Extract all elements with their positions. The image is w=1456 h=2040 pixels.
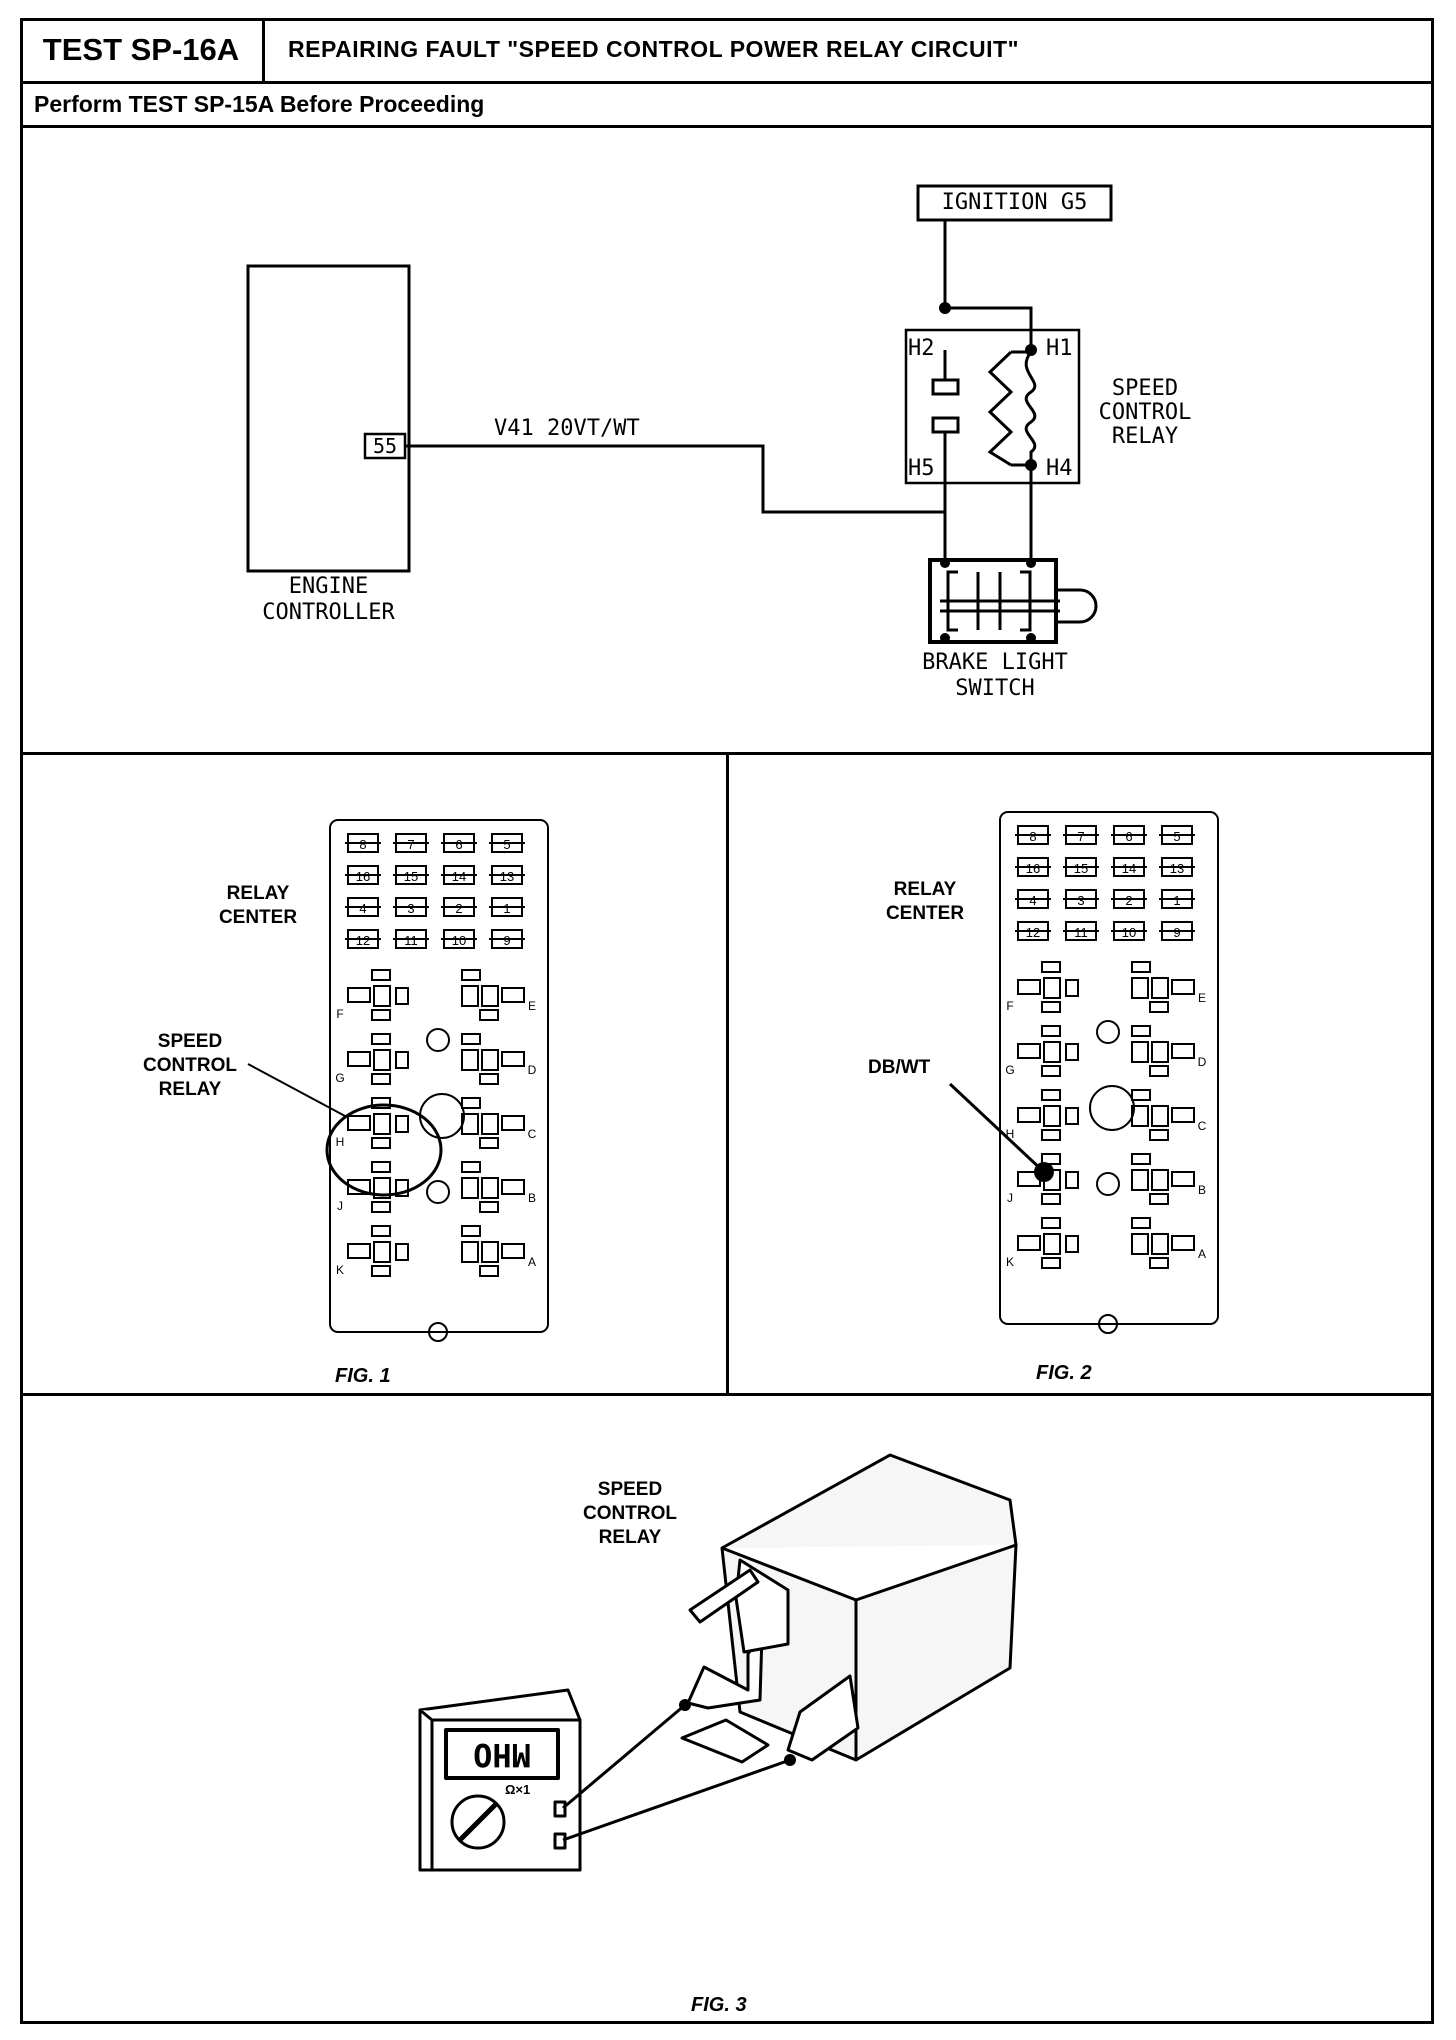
relay-label-1: SPEED (1111, 376, 1179, 401)
fig1-relay-center-label-1: RELAY (226, 883, 290, 904)
fig1-caption: FIG. 1 (335, 1365, 391, 1387)
fig1-relay-center-label-2: CENTER (218, 907, 298, 928)
fig2-wire-label: DB/WT (868, 1057, 931, 1078)
fig1-speed-control-label-1: SPEED (157, 1031, 223, 1052)
brake-switch-label-2: SWITCH (955, 676, 1035, 701)
relay-label-3: RELAY (1111, 424, 1179, 449)
fig3-relay-label-3: RELAY (598, 1527, 662, 1548)
divider-figures (20, 1393, 1434, 1396)
pin-55-label: 55 (372, 434, 398, 458)
relay-label-2: CONTROL (1098, 400, 1192, 425)
wire-label: V41 20VT/WT (494, 416, 640, 441)
engine-controller-label-2: CONTROLLER (262, 600, 395, 625)
brake-switch-label-1: BRAKE LIGHT (922, 650, 1068, 675)
fig3-relay-label-1: SPEED (597, 1479, 663, 1500)
meter-range-label: Ω×1 (505, 1782, 531, 1797)
terminal-h5: H5 (908, 456, 935, 481)
fig3-caption: FIG. 3 (691, 1994, 747, 2016)
header: TEST SP-16A REPAIRING FAULT "SPEED CONTR… (20, 18, 1434, 84)
prerequisite-note: Perform TEST SP-15A Before Proceeding (20, 84, 1434, 128)
fig2-relay-center-label-2: CENTER (885, 903, 965, 924)
fig2-relay-center-label-1: RELAY (893, 879, 957, 900)
fig1-speed-control-label-2: CONTROL (143, 1055, 237, 1076)
fig1-speed-control-label-3: RELAY (158, 1079, 222, 1100)
test-id: TEST SP-16A (20, 18, 265, 81)
terminal-h4: H4 (1046, 456, 1073, 481)
meter-display: OHM (473, 1736, 531, 1774)
terminal-h2: H2 (908, 336, 935, 361)
page-title: REPAIRING FAULT "SPEED CONTROL POWER REL… (288, 36, 1019, 62)
fig3-relay-label-2: CONTROL (583, 1503, 677, 1524)
page-frame (20, 18, 1434, 2024)
divider-fig1-fig2 (726, 752, 729, 1395)
engine-controller-label-1: ENGINE (288, 574, 369, 599)
terminal-h1: H1 (1046, 336, 1073, 361)
fig2-caption: FIG. 2 (1036, 1362, 1092, 1384)
ignition-label: IGNITION G5 (941, 190, 1088, 215)
